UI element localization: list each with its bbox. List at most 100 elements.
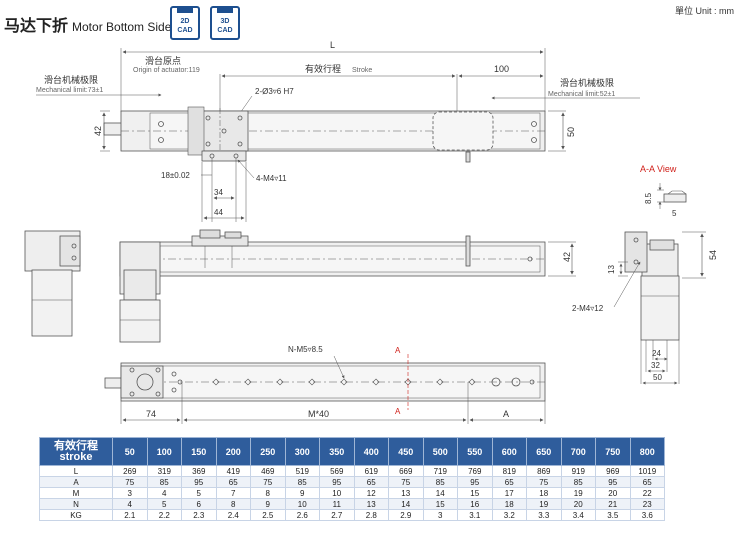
table-cell: 919 bbox=[560, 465, 596, 477]
table-cell: 75 bbox=[388, 476, 424, 488]
table-cell: 2.6 bbox=[284, 509, 320, 521]
table-cell: 4 bbox=[146, 487, 182, 499]
table-cell: 18 bbox=[526, 487, 562, 499]
table-cell: 269 bbox=[112, 465, 148, 477]
table-cell: 2.5 bbox=[250, 509, 286, 521]
stroke-col: 100 bbox=[146, 437, 182, 466]
dimension-table: 有效行程 stroke 50 100 150 200 250 300 350 4… bbox=[39, 437, 665, 521]
end-dim-32: 32 bbox=[651, 361, 660, 370]
dim-L: L bbox=[330, 40, 335, 50]
title-cn: 马达下折 bbox=[4, 18, 69, 35]
table-cell: 21 bbox=[595, 498, 631, 510]
stroke-col: 400 bbox=[353, 437, 389, 466]
table-cell: 16 bbox=[457, 498, 493, 510]
table-cell: 719 bbox=[422, 465, 458, 477]
row-label: A bbox=[39, 476, 113, 488]
table-cell: 7 bbox=[215, 487, 251, 499]
stroke-col: 550 bbox=[457, 437, 493, 466]
dim-44: 44 bbox=[214, 208, 223, 217]
table-cell: 14 bbox=[388, 498, 424, 510]
stroke-col: 700 bbox=[560, 437, 596, 466]
mech-left-en: Mechanical limit:73±1 bbox=[36, 87, 103, 94]
end-view: 54 13 2-M4▿12 24 32 50 bbox=[572, 231, 718, 385]
table-cell: 13 bbox=[353, 498, 389, 510]
table-cell: 3.5 bbox=[595, 509, 631, 521]
table-cell: 10 bbox=[284, 498, 320, 510]
table-cell: 9 bbox=[284, 487, 320, 499]
table-cell: 85 bbox=[422, 476, 458, 488]
dim-m40: M*40 bbox=[308, 409, 329, 419]
table-cell: 65 bbox=[629, 476, 665, 488]
end-dim-50: 50 bbox=[653, 373, 662, 382]
table-cell: 3.4 bbox=[560, 509, 596, 521]
stroke-col: 600 bbox=[491, 437, 527, 466]
table-cell: 75 bbox=[112, 476, 148, 488]
table-cell: 2.4 bbox=[215, 509, 251, 521]
stroke-col: 500 bbox=[422, 437, 458, 466]
m4-spec: 4-M4▿11 bbox=[256, 174, 287, 183]
table-cell: 13 bbox=[388, 487, 424, 499]
end-dim-13: 13 bbox=[607, 265, 616, 274]
table-cell: 8 bbox=[215, 498, 251, 510]
header-label-en: stroke bbox=[59, 450, 93, 463]
table-cell: 11 bbox=[319, 498, 355, 510]
side-view: 42 bbox=[24, 229, 576, 343]
table-cell: 2.2 bbox=[146, 509, 182, 521]
table-cell: 65 bbox=[491, 476, 527, 488]
stroke-en: Stroke bbox=[352, 67, 372, 74]
table-cell: 9 bbox=[250, 498, 286, 510]
bottom-view: N-M5▿8.5 A A 74 M*40 A bbox=[104, 345, 546, 424]
table-cell: 3.2 bbox=[491, 509, 527, 521]
table-cell: 17 bbox=[491, 487, 527, 499]
cad-2d-label-a: 2D bbox=[180, 18, 190, 25]
stroke-col: 200 bbox=[215, 437, 251, 466]
table-cell: 519 bbox=[284, 465, 320, 477]
table-cell: 3 bbox=[422, 509, 458, 521]
row-label: N bbox=[39, 498, 113, 510]
stroke-col: 50 bbox=[112, 437, 148, 466]
aa-view: A-A View 8.5 5 bbox=[640, 164, 687, 218]
table-cell: 3.6 bbox=[629, 509, 665, 521]
table-cell: 65 bbox=[215, 476, 251, 488]
table-cell: 22 bbox=[629, 487, 665, 499]
table-cell: 4 bbox=[112, 498, 148, 510]
table-cell: 5 bbox=[146, 498, 182, 510]
dim-34: 34 bbox=[214, 188, 223, 197]
side-dim-42: 42 bbox=[562, 252, 572, 262]
stroke-col: 450 bbox=[388, 437, 424, 466]
table-cell: 75 bbox=[526, 476, 562, 488]
table-cell: 669 bbox=[388, 465, 424, 477]
table-cell: 19 bbox=[560, 487, 596, 499]
table-cell: 95 bbox=[457, 476, 493, 488]
cad-2d-button[interactable]: 2D CAD bbox=[170, 6, 200, 40]
table-cell: 75 bbox=[250, 476, 286, 488]
aa-dim-5: 5 bbox=[672, 209, 677, 218]
cad-3d-button[interactable]: 3D CAD bbox=[210, 6, 240, 40]
table-cell: 95 bbox=[319, 476, 355, 488]
table-header-label: 有效行程 stroke bbox=[39, 437, 113, 466]
unit-note: 單位 Unit : mm bbox=[674, 6, 734, 16]
table-cell: 23 bbox=[629, 498, 665, 510]
table-cell: 569 bbox=[319, 465, 355, 477]
table-cell: 3 bbox=[112, 487, 148, 499]
table-cell: 15 bbox=[457, 487, 493, 499]
table-cell: 619 bbox=[353, 465, 389, 477]
dim-A: A bbox=[503, 409, 509, 419]
cad-2d-label-b: CAD bbox=[177, 27, 193, 34]
header-label-cn: 有效行程 bbox=[54, 439, 98, 452]
table-cell: 369 bbox=[181, 465, 217, 477]
stroke-col: 750 bbox=[595, 437, 631, 466]
cad-3d-label-b: CAD bbox=[217, 27, 233, 34]
table-cell: 2.3 bbox=[181, 509, 217, 521]
table-cell: 969 bbox=[595, 465, 631, 477]
cad-3d-label-a: 3D bbox=[220, 18, 230, 25]
aa-dim-85: 8.5 bbox=[644, 192, 653, 204]
table-cell: 20 bbox=[560, 498, 596, 510]
mech-right-en: Mechanical limit:52±1 bbox=[548, 91, 615, 98]
section-a-top: A bbox=[395, 346, 401, 355]
table-cell: 769 bbox=[457, 465, 493, 477]
table-cell: 419 bbox=[215, 465, 251, 477]
